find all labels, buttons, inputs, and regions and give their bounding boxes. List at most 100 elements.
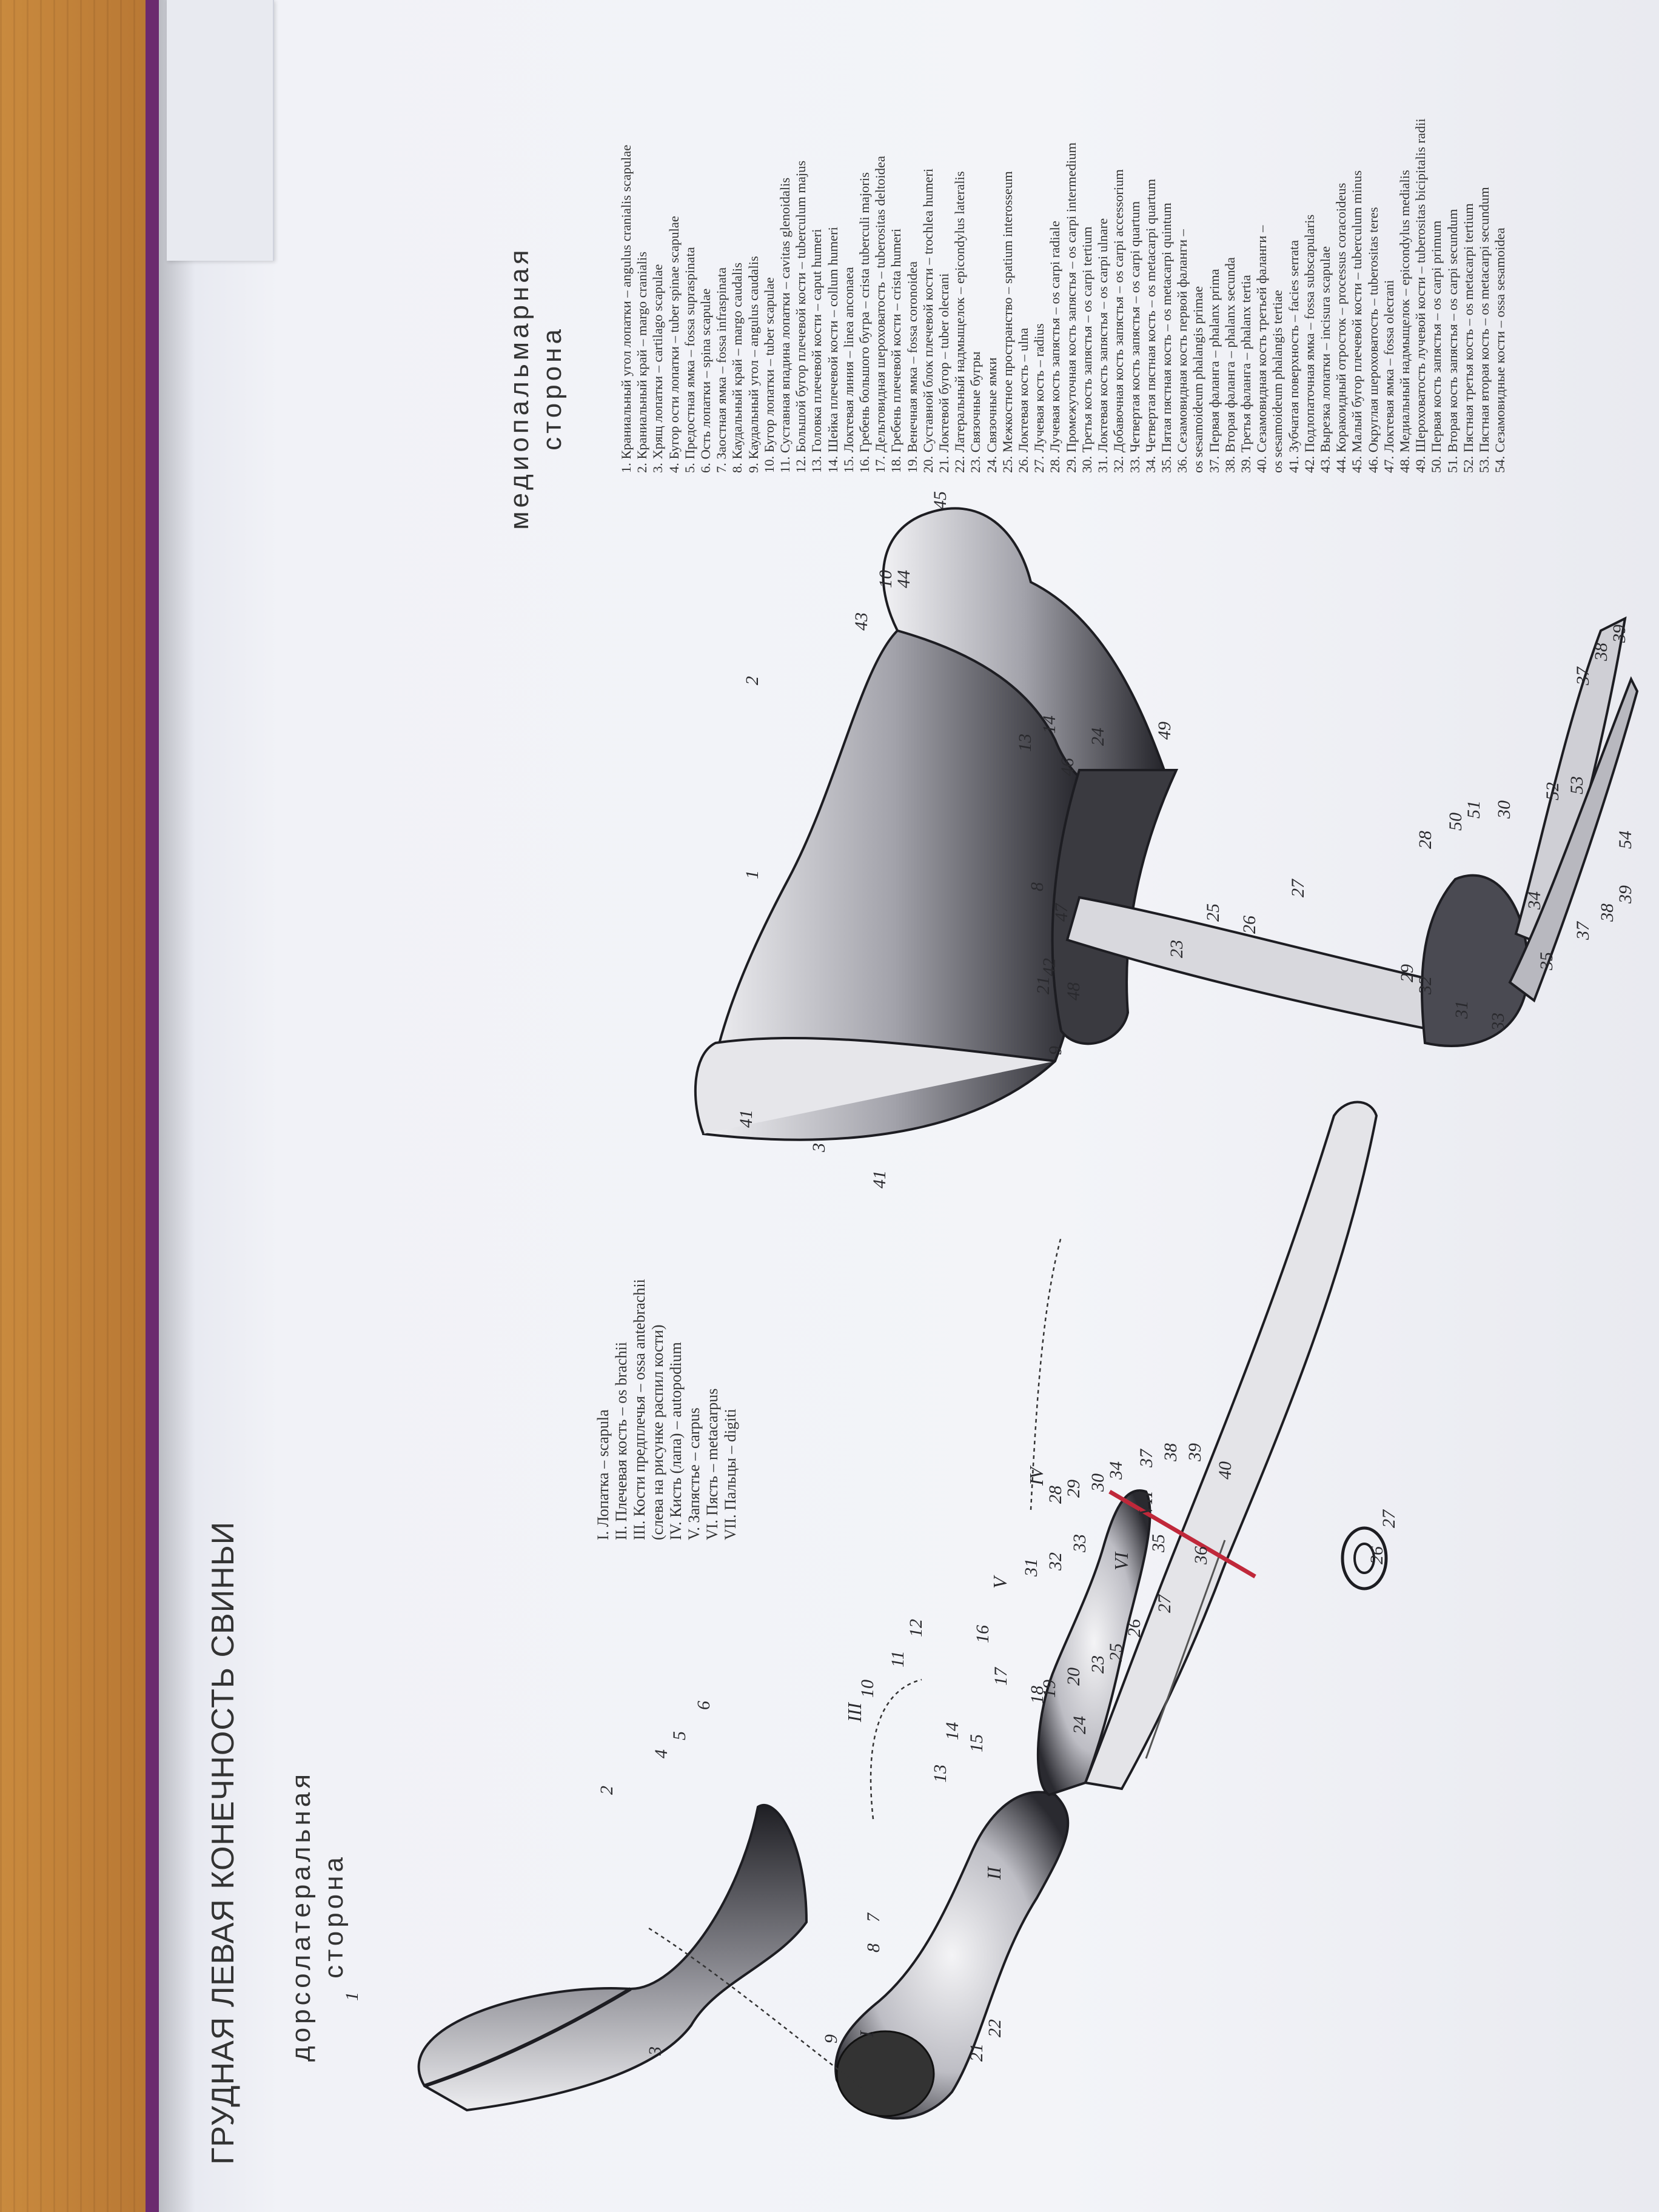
- callout-15: 15: [967, 1734, 987, 1752]
- roman-V: V: [989, 1575, 1011, 1589]
- callout-22: 22: [985, 2019, 1005, 2037]
- regions-list: I. Лопатка – scapula II. Плечевая кость …: [594, 1279, 739, 1540]
- r-callout-8: 8: [1027, 882, 1047, 891]
- callout-1: 1: [342, 1992, 362, 2001]
- rotated-page-content: ГРУДНАЯ ЛЕВАЯ КОНЕЧНОСТЬ СВИНЬИ дорсолат…: [194, 24, 1639, 2183]
- r-callout-38a: 38: [1591, 643, 1611, 662]
- r-callout-2: 2: [742, 676, 762, 685]
- callout-9: 9: [821, 2034, 841, 2043]
- callout-35: 35: [1148, 1534, 1168, 1553]
- carpus-medial: [1421, 874, 1530, 1047]
- callout-20: 20: [1064, 1667, 1084, 1686]
- callout-37: 37: [1136, 1448, 1156, 1468]
- r-callout-3: 3: [809, 1143, 829, 1153]
- r-callout-41b: 41: [870, 1170, 890, 1188]
- r-callout-42: 42: [1039, 958, 1059, 976]
- callout-31: 31: [1021, 1558, 1041, 1577]
- callout-3: 3: [645, 2046, 665, 2056]
- r-callout-29: 29: [1397, 964, 1417, 982]
- callout-16: 16: [973, 1625, 993, 1643]
- roman-I: I: [856, 2030, 877, 2038]
- r-callout-48: 48: [1064, 982, 1084, 1000]
- callout-33: 33: [1070, 1534, 1090, 1553]
- r-callout-37b: 37: [1573, 920, 1593, 940]
- callout-27: 27: [1155, 1594, 1175, 1613]
- roman-VI: VI: [1110, 1551, 1132, 1570]
- paper-bookmark-tab: [167, 0, 274, 261]
- numbered-legend: 1. Краниальный угол лопатки – angulus cr…: [618, 118, 1508, 473]
- roman-II: II: [983, 1866, 1005, 1880]
- roman-IV: IV: [1025, 1465, 1047, 1486]
- callout-30: 30: [1088, 1473, 1108, 1492]
- r-callout-51: 51: [1464, 800, 1484, 819]
- r-callout-26: 26: [1239, 916, 1259, 934]
- roman-numerals-left: I II III IV V VI VII: [843, 1465, 1156, 2038]
- callout-32: 32: [1045, 1552, 1065, 1571]
- r-callout-44: 44: [894, 570, 914, 588]
- r-callout-39b: 39: [1615, 885, 1635, 904]
- callout-10: 10: [857, 1680, 877, 1698]
- r-callout-23: 23: [1167, 940, 1187, 958]
- callout-23: 23: [1088, 1655, 1108, 1674]
- r-callout-32: 32: [1415, 976, 1435, 995]
- callouts-right: 1 2 3 41 41 8 42 9 43 10 44 45 13 14 46 …: [736, 491, 1635, 1188]
- callout-29: 29: [1064, 1480, 1084, 1498]
- r-callout-33: 33: [1488, 1013, 1508, 1031]
- r-callout-34: 34: [1524, 891, 1544, 910]
- callout-11: 11: [888, 1651, 908, 1667]
- callout-7: 7: [863, 1912, 883, 1922]
- mediopalmar-limb-drawing: [694, 507, 1639, 1141]
- callout-4: 4: [651, 1749, 671, 1758]
- r-callout-49: 49: [1155, 722, 1175, 740]
- r-callout-54: 54: [1615, 831, 1635, 849]
- r-callout-39a: 39: [1609, 625, 1629, 643]
- callout-39: 39: [1185, 1443, 1205, 1462]
- callout-36: 36: [1191, 1546, 1211, 1565]
- callout-17: 17: [991, 1666, 1011, 1686]
- r-callout-37a: 37: [1573, 666, 1593, 686]
- callout-8: 8: [863, 1943, 883, 1952]
- r-callout-1: 1: [742, 870, 762, 879]
- r-callout-45: 45: [930, 491, 950, 509]
- r-callout-13: 13: [1015, 734, 1035, 752]
- callout-24: 24: [1070, 1716, 1090, 1734]
- callout-21: 21: [967, 2043, 987, 2062]
- r-callout-53: 53: [1567, 776, 1587, 794]
- ulna-bone: [1036, 1489, 1151, 1797]
- callout-26b: 26: [1367, 1546, 1387, 1564]
- callout-14: 14: [942, 1722, 962, 1740]
- r-callout-25: 25: [1203, 903, 1223, 922]
- radius-bone: [1084, 1101, 1378, 1791]
- callout-34: 34: [1106, 1461, 1126, 1480]
- r-callout-46: 46: [1057, 758, 1078, 776]
- callout-40: 40: [1215, 1461, 1235, 1480]
- r-callout-52: 52: [1543, 782, 1563, 800]
- callout-38: 38: [1161, 1443, 1181, 1462]
- callout-13: 13: [930, 1765, 950, 1783]
- r-callout-43: 43: [851, 612, 871, 631]
- r-callout-14: 14: [1039, 716, 1059, 734]
- r-callout-27: 27: [1288, 878, 1308, 897]
- section-marker: [1108, 1489, 1256, 1579]
- callout-19: 19: [1039, 1680, 1059, 1698]
- r-callout-38b: 38: [1597, 903, 1617, 922]
- callout-28: 28: [1045, 1486, 1065, 1504]
- callout-27b: 27: [1379, 1509, 1399, 1528]
- r-callout-30: 30: [1494, 800, 1514, 819]
- scapula-bone: [417, 1804, 808, 2112]
- dorsolateral-limb-drawing: [417, 1101, 1388, 2120]
- page-curl-shadow: [159, 0, 195, 2212]
- r-callout-9: 9: [1045, 1046, 1065, 1055]
- r-callout-10: 10: [876, 570, 896, 588]
- r-callout-21: 21: [1033, 976, 1053, 994]
- callout-6: 6: [694, 1701, 714, 1710]
- r-callout-31: 31: [1452, 1000, 1472, 1019]
- r-callout-41a: 41: [736, 1110, 756, 1128]
- callout-12: 12: [906, 1619, 926, 1637]
- r-callout-47: 47: [1051, 902, 1071, 922]
- humerus-medial: [882, 507, 1166, 799]
- r-callout-28: 28: [1415, 831, 1435, 849]
- callout-5: 5: [669, 1731, 689, 1740]
- cross-section-sketch: [1341, 1526, 1388, 1590]
- roman-III: III: [843, 1702, 865, 1723]
